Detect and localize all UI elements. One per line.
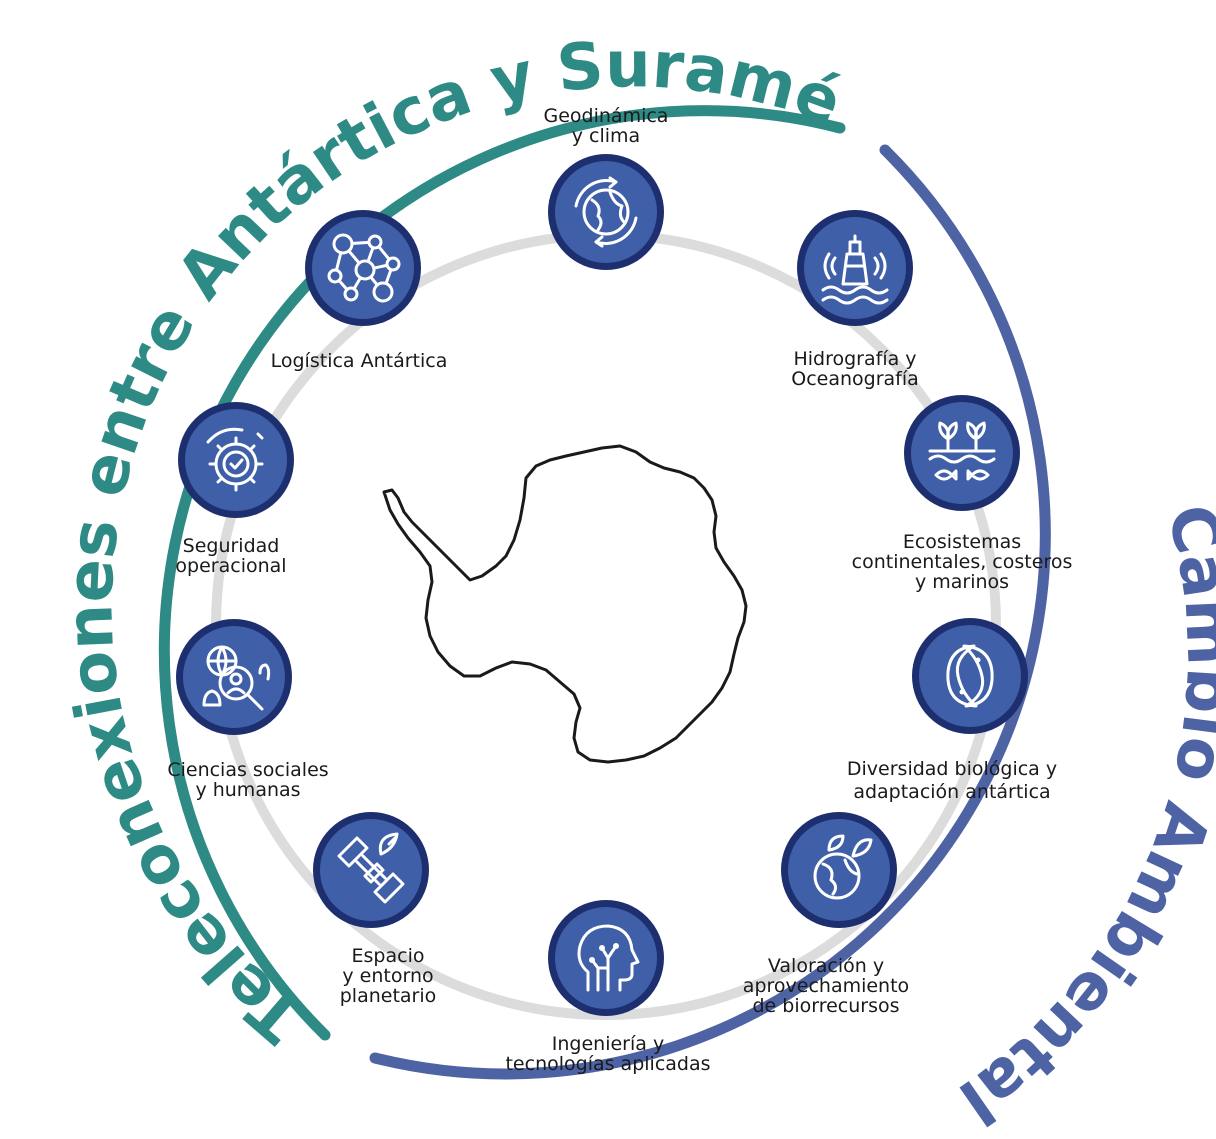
buoy-icon: [821, 234, 889, 305]
topic-label-line: Valoración y: [768, 955, 884, 977]
topic-label-line: Ciencias sociales: [167, 759, 328, 781]
topic-badge: [305, 210, 421, 326]
topic-label-line: Ecosistemas: [903, 531, 1021, 553]
topic-badge: [548, 154, 664, 270]
topic-label-line: Seguridad: [183, 535, 280, 557]
topic-label-line: Diversidad biológica y: [847, 758, 1057, 780]
gear-check-icon: [206, 427, 264, 492]
topic-label-line: adaptación antártica: [853, 781, 1050, 803]
topic-label-line: Logística Antártica: [271, 350, 448, 372]
topic-badge: [176, 619, 292, 735]
globe-cycle-icon: [574, 176, 638, 248]
outer-title-left: Teleconexiones entre Antártica y Suramér…: [0, 0, 851, 1056]
topic-label-line: Oceanografía: [791, 368, 919, 390]
topic-badge: [178, 402, 294, 518]
topic-label-line: Hidrografía y: [793, 348, 916, 370]
topic-label-line: y marinos: [915, 571, 1009, 593]
ecosystem-icon: [928, 421, 996, 481]
outer-arc-right: [369, 144, 1051, 1080]
topic-label-line: operacional: [175, 555, 286, 577]
ai-head-icon: [577, 924, 640, 992]
topic-label-line: y humanas: [195, 779, 300, 801]
topic-10: Logística Antártica: [271, 210, 448, 372]
topic-label-line: y clima: [572, 125, 640, 147]
outer-arc-left: [158, 105, 846, 1041]
topic-badge: [797, 210, 913, 326]
topic-badge: [313, 812, 429, 928]
topic-label-line: tecnologías aplicadas: [505, 1053, 710, 1075]
social-search-icon: [202, 645, 271, 711]
earth-leaf-icon: [813, 834, 873, 900]
antarctica-map: [382, 444, 748, 764]
topic-badge: [781, 812, 897, 928]
topic-label-line: Espacio: [352, 945, 425, 967]
topic-badge: [548, 900, 664, 1016]
topic-label-line: Ingeniería y: [552, 1033, 664, 1055]
topic-label-line: de biorrecursos: [752, 995, 899, 1017]
topic-label-line: aprovechamiento: [743, 975, 909, 997]
topic-badge: [912, 618, 1028, 734]
fish-icon: [946, 644, 994, 708]
topic-label-line: y entorno: [342, 965, 433, 987]
topic-label-line: planetario: [340, 985, 437, 1007]
network-icon: [327, 233, 401, 303]
topic-label-line: Geodinámica: [544, 105, 669, 127]
satellite-icon: [337, 832, 405, 904]
topic-label-line: continentales, costeros: [852, 551, 1073, 573]
topic-badge: [904, 395, 1020, 511]
